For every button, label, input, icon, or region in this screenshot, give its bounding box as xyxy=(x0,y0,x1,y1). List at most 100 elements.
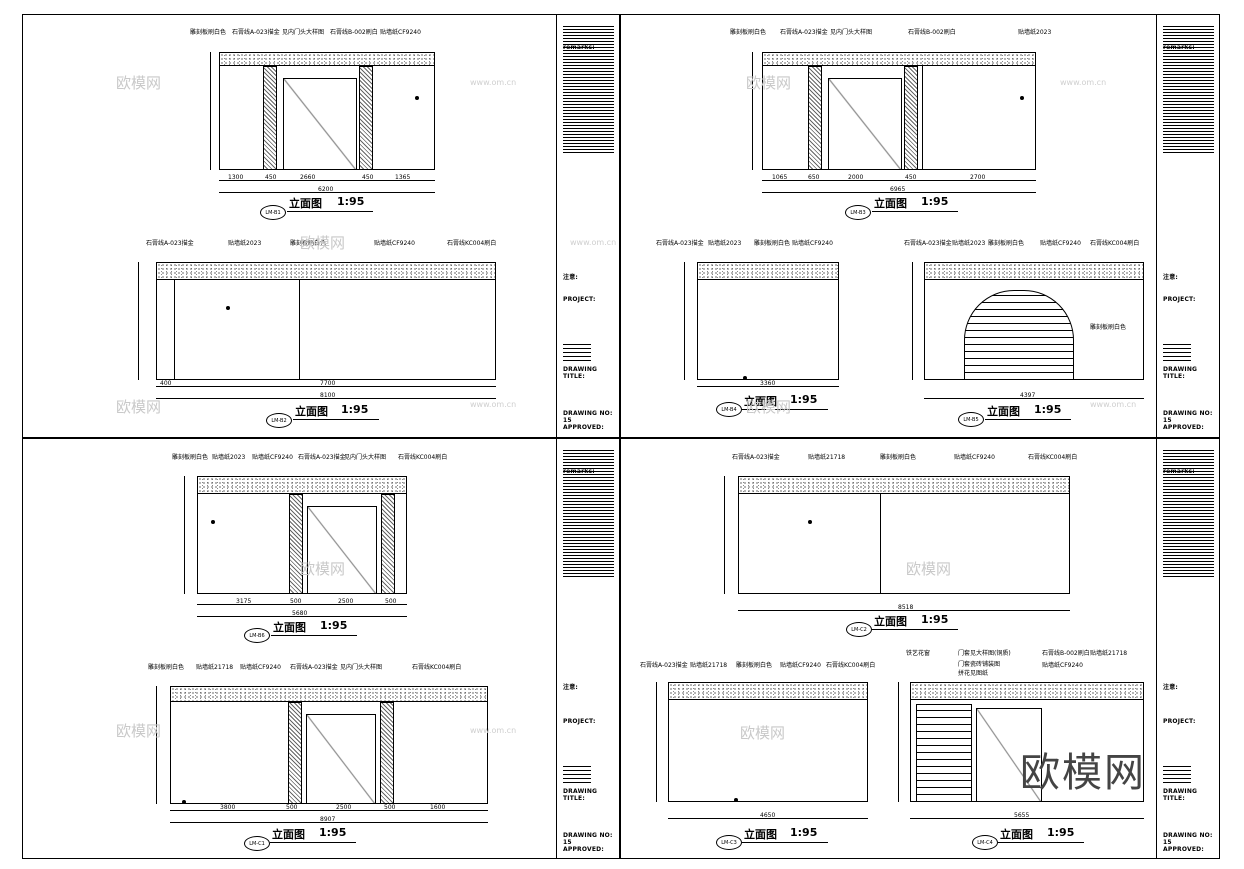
drawing-no-label: DRAWING NO: 15 xyxy=(563,410,613,424)
elevation-scale: 1:95 xyxy=(319,826,347,839)
approved-label: APPROVED: xyxy=(1163,424,1204,431)
watermark-site: www.om.cn xyxy=(470,78,517,87)
wall-divider xyxy=(174,280,175,380)
ceiling-slab xyxy=(924,262,1144,280)
dim-total: 6965 xyxy=(890,186,906,193)
dimension-line-total xyxy=(170,822,488,823)
note-label: 贴墙纸CF9240 xyxy=(780,662,821,669)
section-marker: LM-B4 xyxy=(716,402,742,417)
note-label: 石膏线KC004刷白 xyxy=(447,240,497,247)
dim-value: 2700 xyxy=(970,174,986,181)
elevation-scale: 1:95 xyxy=(1034,403,1062,416)
door-opening xyxy=(307,506,377,594)
note-label: 石膏线KC004刷白 xyxy=(1028,454,1078,461)
note-label: 贴墙纸CF9240 xyxy=(954,454,995,461)
elevation-lm-c4 xyxy=(910,682,1144,802)
title-underline xyxy=(985,419,1071,420)
ceiling-slab xyxy=(197,476,407,494)
elevation-title: 立面图 xyxy=(987,405,1020,418)
title-block-tl: remarks: 注意: PROJECT: DRAWING TITLE: DRA… xyxy=(556,14,620,438)
title-underline xyxy=(742,409,828,410)
watermark: 欧模网 xyxy=(116,74,162,92)
elevation-title: 立面图 xyxy=(289,197,322,210)
title-underline xyxy=(742,842,828,843)
dimension-line-total xyxy=(219,192,435,193)
note-label: 雕刻板刷白色 xyxy=(736,662,773,669)
note-label: 见内门头大样图 xyxy=(830,29,873,36)
dimension-line-total xyxy=(762,192,1036,193)
watermark-site: www.om.cn xyxy=(1060,78,1107,87)
vertical-dimension xyxy=(684,262,685,380)
note-label: 石膏线KC004刷白 xyxy=(412,664,462,671)
wall-divider xyxy=(922,66,923,170)
title-underline xyxy=(872,629,958,630)
dim-total: 5680 xyxy=(292,610,308,617)
note-marker xyxy=(182,800,186,804)
title-underline xyxy=(270,842,356,843)
dim-value: 500 xyxy=(385,598,397,605)
dimension-line-total xyxy=(738,610,1070,611)
note-label: 雕刻板刷白色 xyxy=(730,29,767,36)
pilaster-left xyxy=(808,66,822,170)
note-label: 贴墙纸CF9240 xyxy=(252,454,293,461)
title-block-hatch xyxy=(1163,766,1191,786)
dim-value: 1365 xyxy=(395,174,411,181)
note-label: 贴墙纸21718 xyxy=(196,664,234,671)
note-label: 石膏线KC004刷白 xyxy=(826,662,876,669)
sheet-bottom-right xyxy=(620,438,1220,859)
vertical-dimension xyxy=(752,52,753,170)
wall-divider xyxy=(880,494,881,594)
note-label: 石膏线A-023描金 xyxy=(780,29,828,36)
dimension-line xyxy=(170,810,488,811)
dim-value: 2660 xyxy=(300,174,316,181)
title-underline xyxy=(998,842,1084,843)
title-underline xyxy=(872,211,958,212)
dim-value: 2500 xyxy=(336,804,352,811)
dimension-line-total xyxy=(697,386,839,387)
elevation-lm-b5 xyxy=(924,262,1144,380)
drawing-no-label: DRAWING NO: 15 xyxy=(1163,832,1213,846)
ceiling-slab xyxy=(156,262,496,280)
note-label: 见内门头大样图 xyxy=(340,664,383,671)
note-label: 石膏线A-023描金 xyxy=(146,240,194,247)
note-label: 贴墙纸2023 xyxy=(212,454,246,461)
title-block-rows xyxy=(563,448,614,578)
section-marker: LM-B3 xyxy=(845,205,871,220)
approved-label: APPROVED: xyxy=(563,846,604,853)
vertical-dimension xyxy=(184,476,185,594)
elevation-lm-c2 xyxy=(738,476,1070,594)
dim-value: 3175 xyxy=(236,598,252,605)
note-label: 贴墙纸CF9240 xyxy=(374,240,415,247)
note-label: 石膏线A-023描金 xyxy=(656,240,704,247)
note-label: 贴墙纸2023 xyxy=(228,240,262,247)
dimension-line-total xyxy=(910,818,1144,819)
note-label: 石膏线A-023描金 xyxy=(298,454,346,461)
note-label: 雕刻板刷白色 xyxy=(172,454,209,461)
title-block-rows xyxy=(1163,448,1214,578)
wall-divider xyxy=(299,280,300,380)
dimension-line-total xyxy=(924,398,1144,399)
elevation-title: 立面图 xyxy=(295,405,328,418)
elevation-scale: 1:95 xyxy=(337,195,365,208)
watermark-site: www.om.cn xyxy=(470,726,517,735)
title-underline xyxy=(271,635,357,636)
dim-value: 500 xyxy=(290,598,302,605)
dim-total: 8907 xyxy=(320,816,336,823)
note-label: 拼花见图纸 xyxy=(958,670,989,677)
elevation-title: 立面图 xyxy=(1000,828,1033,841)
watermark: 欧模网 xyxy=(300,560,346,578)
vertical-dimension xyxy=(724,476,725,594)
dim-value: 7700 xyxy=(320,380,336,387)
pilaster-right xyxy=(380,702,394,804)
pilaster-left xyxy=(288,702,302,804)
note-marker xyxy=(743,376,747,380)
note-label: 贴墙纸2023 xyxy=(708,240,742,247)
vertical-dimension xyxy=(898,682,899,802)
dimension-line xyxy=(219,180,435,181)
note-label: 雕刻板刷白色 xyxy=(290,240,327,247)
project-label: PROJECT: xyxy=(1163,296,1196,303)
note-label: 贴墙纸CF9240 xyxy=(792,240,833,247)
notice-label: 注意: xyxy=(563,684,578,691)
door-opening xyxy=(976,708,1042,802)
note-label: 石膏线A-023描金 xyxy=(904,240,952,247)
